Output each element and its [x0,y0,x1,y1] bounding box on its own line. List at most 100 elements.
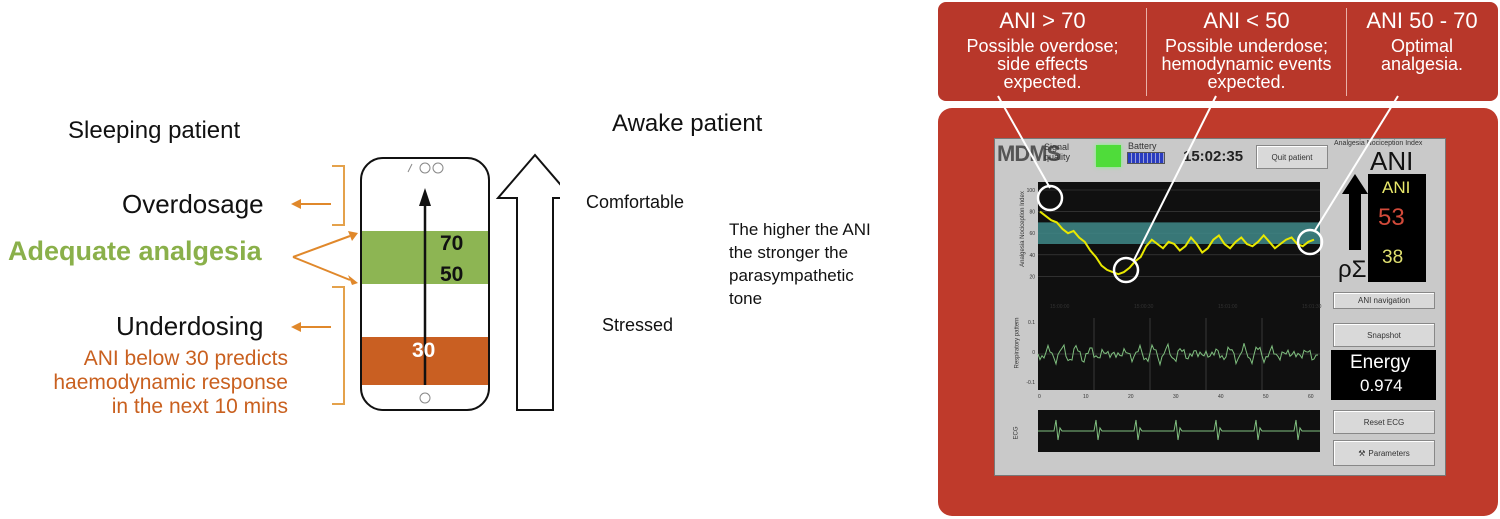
higher-ani-note-line: the stronger the [729,243,849,262]
clock-time: 15:02:35 [1183,148,1244,165]
respiratory-waveform [1037,342,1319,367]
ani-big-label: ANI [1370,146,1414,176]
respiratory-x-tick-label: 50 [1263,394,1269,400]
parameters-icon: ⚒ [1358,448,1366,458]
sleeping-patient-title: Sleeping patient [68,117,241,144]
callout-underdose: ANI < 50 Possible underdose; hemodynamic… [1147,8,1346,91]
ani-value-box [1368,174,1426,282]
awake-patient-title: Awake patient [612,110,763,137]
respiratory-x-tick-label: 20 [1128,394,1134,400]
reset-ecg-button[interactable]: Reset ECG [1333,410,1435,434]
optimal-band [1038,222,1320,244]
callout-overdose-head: ANI > 70 [999,8,1086,33]
ecg-waveform [1038,419,1320,441]
highlight-underdose [1112,256,1140,284]
energy-label: Energy [1350,352,1411,373]
ani-scale-diagram [291,153,560,411]
adequate-arrow-lower [292,256,351,281]
energy-value: 0.974 [1360,376,1403,395]
underdosing-note-line: ANI below 30 predicts [83,347,288,370]
ani-value-primary: 53 [1378,204,1405,231]
pointer-overdose [997,95,1051,189]
trend-y-ticks: 100 80 60 40 20 [1027,188,1036,280]
respiratory-x-tick-label: 60 [1308,394,1314,400]
callout-overdose: ANI > 70 Possible overdose; side effects… [940,8,1145,91]
mdms-logo: MDMS [997,141,1061,166]
rho-sigma-label: ρΣ [1338,256,1367,283]
ani-navigation-button[interactable]: ANI navigation [1333,292,1435,309]
signal-quality-indicator [1096,145,1121,167]
callout-underdose-body: Possible underdose; hemodynamic events e… [1147,37,1346,91]
snapshot-button[interactable]: Snapshot [1333,323,1435,347]
battery-label: Battery [1128,141,1157,151]
underdosing-bracket [332,286,345,405]
respiratory-x-tick-label: 40 [1218,394,1224,400]
ani-index-caption: Analgesia Nociception Index [1334,140,1423,147]
adequate-analgesia-label: Adequate analgesia [8,236,262,266]
respiratory-y-tick-label: 0.1 [1028,320,1035,326]
ani-value-secondary: 38 [1382,247,1404,268]
trend-x-tick-label: 15:01:30 [1302,304,1322,310]
highlight-overdose [1036,184,1064,212]
signal-quality-line: Signal [1044,142,1070,152]
callout-body-line: hemodynamic events [1161,54,1332,74]
underdosing-note: ANI below 30 predicts haemodynamic respo… [53,347,288,419]
underdosing-note-line: haemodynamic response [53,371,288,394]
trend-y-tick-label: 20 [1029,274,1035,280]
callout-optimal-body: Optimal analgesia. [1347,37,1497,73]
parameters-button[interactable]: ⚒ Parameters [1333,440,1435,466]
highlight-optimal [1296,228,1324,256]
callout-overdose-body: Possible overdose; side effects expected… [940,37,1145,91]
respiratory-y-tick-label: 0 [1032,350,1035,356]
higher-ani-note: The higher the ANI the stronger the para… [729,218,871,310]
overdosage-label: Overdosage [122,189,264,219]
callout-body-line: Possible overdose; [966,36,1119,56]
callout-body-line: Possible underdose; [1164,36,1329,56]
trend-y-tick-label: 60 [1029,231,1035,237]
respiratory-x-tick-label: 10 [1083,394,1089,400]
underdosing-label: Underdosing [116,311,264,341]
adequate-arrowhead-upper [348,231,358,241]
increase-arrow [495,153,560,411]
adequate-arrow-upper [292,235,351,258]
higher-ani-note-line: tone [729,289,763,308]
underdosing-note-line: in the next 10 mins [111,395,288,418]
callout-body-line: side effects [997,54,1088,74]
trend-x-ticks: 15:00:00 15:00:30 15:01:00 15:01:30 [1050,304,1322,310]
pointer-underdose [1133,95,1217,261]
ani-callout-header [938,2,1498,101]
trend-x-tick-label: 15:00:00 [1050,304,1070,310]
quit-patient-button[interactable]: Quit patient [1256,145,1328,169]
overdosage-bracket [332,165,345,226]
trend-y-tick-label: 100 [1027,188,1036,194]
scale-axis-arrowhead [419,188,431,206]
respiratory-y-ticks: 0.1 0 -0.1 [1026,320,1035,386]
trend-x-tick-label: 15:01:00 [1218,304,1238,310]
callout-body-line: expected. [1207,72,1286,92]
callout-body-line: Optimal [1390,36,1453,56]
trend-y-tick-label: 40 [1029,253,1035,259]
adequate-arrowhead-lower [348,275,358,285]
smiley-icons-top [407,162,444,174]
parameters-button-label: Parameters [1368,448,1410,458]
callout-body-line: analgesia. [1380,54,1464,74]
signal-quality-line: quality [1044,152,1071,162]
higher-ani-note-line: parasympathetic [729,266,854,285]
scale-value-50: 50 [440,263,464,286]
trend-chart-bg [1038,182,1320,332]
trend-x-tick-label: 15:00:30 [1134,304,1154,310]
stressed-label: Stressed [602,315,674,335]
callout-underdose-head: ANI < 50 [1203,8,1290,33]
smiley-icons-bottom [419,392,431,404]
respiratory-x-tick-label: 30 [1173,394,1179,400]
respiratory-y-tick-label: -0.1 [1026,380,1035,386]
ani-box-label: ANI [1382,178,1411,197]
respiratory-x-ticks: 0 10 20 30 40 50 60 [1038,394,1314,400]
underdosing-arrowhead [291,322,301,332]
callout-pointers [997,95,1399,284]
callout-body-line: expected. [1003,72,1082,92]
trend-y-tick-label: 80 [1029,210,1035,216]
ani-trend-line [1039,210,1315,276]
respiratory-x-tick-label: 0 [1038,394,1041,400]
